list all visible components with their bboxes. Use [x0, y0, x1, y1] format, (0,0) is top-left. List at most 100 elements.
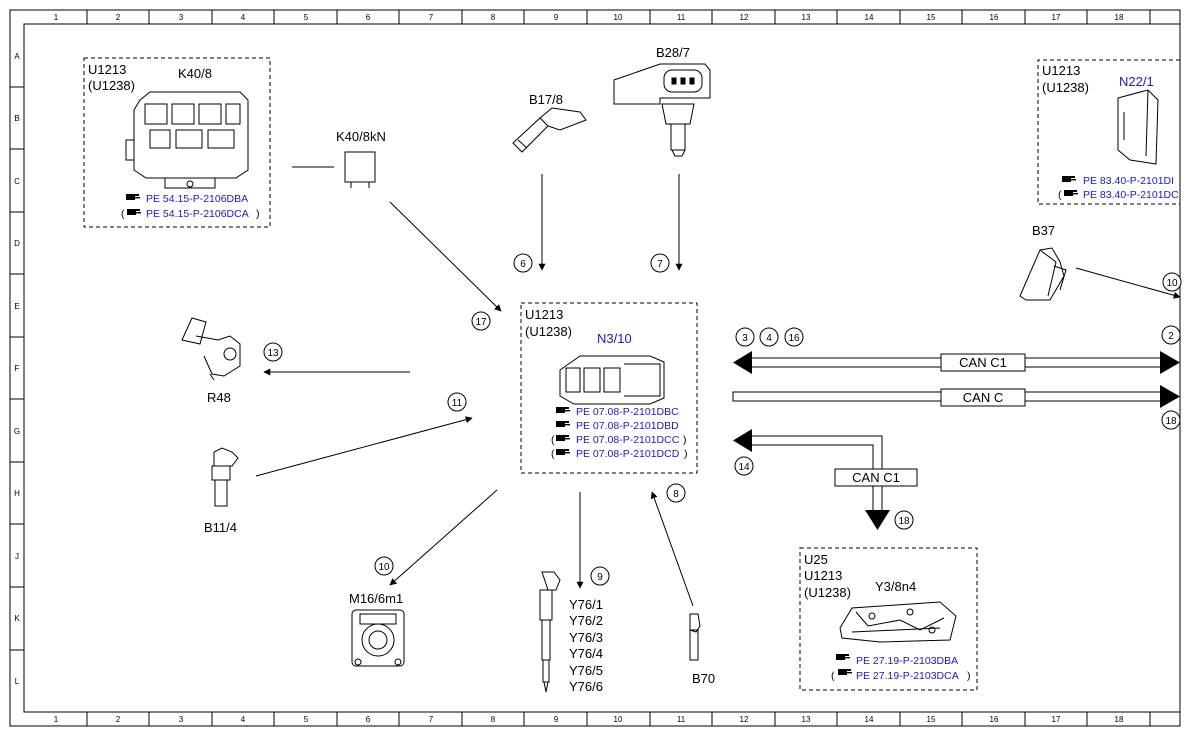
signal-18-right: 18	[1165, 416, 1177, 427]
svg-text:): )	[967, 670, 971, 682]
b28-7-sensor: B28/7	[613, 45, 711, 157]
k40-8-module-icon	[125, 91, 249, 189]
grid-row-h: H	[14, 489, 20, 498]
n22-1-ref1: PE 83.40-P-2101DI	[1083, 175, 1174, 187]
k40-8kn-relay: K40/8kN	[292, 129, 386, 188]
signal-11: 11	[452, 398, 463, 409]
grid-row-j: J	[15, 552, 19, 561]
grid-col-6: 6	[366, 13, 371, 22]
grid-row-a: A	[14, 52, 20, 61]
k40-8-code2: (U1238)	[88, 78, 135, 93]
k40-8-fuse-relay-module: U1213 (U1238) K40/8 PE 54.15-P-2106DBA (…	[83, 57, 271, 228]
grid-col-1-bottom: 1	[54, 715, 59, 724]
k40-8-code1: U1213	[88, 62, 126, 77]
n3-10-ref4: PE 07.08-P-2101DCD	[576, 448, 680, 460]
grid-col-13-bottom: 13	[802, 715, 811, 724]
signal-17: 17	[475, 317, 487, 328]
n3-10-ref3: PE 07.08-P-2101DCC	[576, 434, 680, 446]
svg-text:(: (	[121, 208, 125, 220]
svg-text:(: (	[551, 434, 555, 446]
grid-col-15: 15	[927, 13, 936, 22]
grid-col-12-bottom: 12	[740, 715, 749, 724]
grid-col-4-bottom: 4	[241, 715, 246, 724]
signal-6: 6	[520, 259, 526, 270]
grid-col-7-bottom: 7	[429, 715, 434, 724]
m16-6m1-throttle-actuator: M16/6m1	[349, 591, 405, 667]
signal-2: 2	[1168, 331, 1174, 342]
grid-col-10: 10	[614, 13, 623, 22]
grid-col-12: 12	[740, 13, 749, 22]
grid-col-10-bottom: 10	[614, 715, 623, 724]
y3-8n4-ref2: PE 27.19-P-2103DCA	[856, 670, 959, 682]
b37-name: B37	[1032, 223, 1055, 238]
signal-lines	[255, 174, 694, 607]
grid-col-15-bottom: 15	[927, 715, 936, 724]
grid-columns-bottom: 1 2 3 4 5 6 7 8 9 10 11 12 13 14 15 16 1…	[54, 712, 1151, 726]
svg-text:): )	[684, 448, 688, 460]
k40-8-name: K40/8	[178, 66, 212, 81]
grid-col-2-bottom: 2	[116, 715, 121, 724]
svg-text:(: (	[831, 670, 835, 682]
y76-1: Y76/1	[569, 597, 603, 612]
grid-col-5-bottom: 5	[304, 715, 309, 724]
y3-8n4-transmission-control: U25 U1213 (U1238) Y3/8n4 PE 27.19-P-2103…	[799, 547, 978, 691]
grid-col-17: 17	[1052, 13, 1061, 22]
grid-col-5: 5	[304, 13, 309, 22]
n3-10-code2: (U1238)	[525, 324, 572, 339]
grid-col-18-bottom: 18	[1115, 715, 1124, 724]
signal-13: 13	[267, 348, 279, 359]
signal-9: 9	[597, 572, 603, 583]
y3-8n4-code2: (U1238)	[804, 585, 851, 600]
grid-col-8-bottom: 8	[491, 715, 496, 724]
n22-1-module-icon	[1117, 89, 1159, 165]
m16-6m1-name: M16/6m1	[349, 591, 403, 606]
b70-crankshaft-sensor: B70	[689, 613, 715, 686]
frame-inner	[23, 23, 1181, 713]
grid-col-16-bottom: 16	[990, 715, 999, 724]
y76-4: Y76/4	[569, 646, 603, 661]
signal-16: 16	[788, 333, 800, 344]
n3-10-ref2: PE 07.08-P-2101DBD	[576, 420, 679, 432]
grid-col-7: 7	[429, 13, 434, 22]
n3-10-name: N3/10	[597, 331, 632, 346]
grid-row-k: K	[14, 614, 20, 623]
n3-10-ref1: PE 07.08-P-2101DBC	[576, 406, 679, 418]
y76-5: Y76/5	[569, 663, 603, 678]
b17-8-name: B17/8	[529, 92, 563, 107]
grid-col-18: 18	[1115, 13, 1124, 22]
grid-row-g: G	[14, 427, 20, 436]
can-bus-lines: CAN C1 CAN C CAN C1	[732, 351, 1180, 530]
r48-thermostat-heater: R48	[181, 317, 241, 405]
grid-row-c: C	[14, 177, 20, 186]
grid-row-e: E	[14, 302, 19, 311]
grid-columns-top: 1 2 3 4 5 6 7 8 9 10 11 12 13 14 15 16 1…	[54, 10, 1151, 24]
y3-8n4-plate-icon	[839, 601, 957, 643]
grid-row-f: F	[15, 364, 20, 373]
grid-col-9-bottom: 9	[554, 715, 559, 724]
k40-8-ref2: PE 54.15-P-2106DCA	[146, 208, 249, 220]
n3-10-code1: U1213	[525, 307, 563, 322]
grid-col-14-bottom: 14	[865, 715, 874, 724]
signal-markers: 17 6 7 13 11 10 9 8 3 4 16 14 18 2 18 10	[263, 253, 1182, 586]
n3-10-engine-control-unit: U1213 (U1238) N3/10 PE 07.08-P-2101DBC P…	[520, 302, 698, 474]
grid-col-16: 16	[990, 13, 999, 22]
signal-7: 7	[657, 259, 663, 270]
r48-name: R48	[207, 390, 231, 405]
grid-col-1: 1	[54, 13, 59, 22]
signal-18-lower: 18	[898, 516, 910, 527]
n22-1-control-unit: U1213 (U1238) N22/1 PE 83.40-P-2101DI ( …	[1037, 59, 1180, 205]
grid-row-l: L	[15, 677, 20, 686]
grid-col-4: 4	[241, 13, 246, 22]
grid-col-8: 8	[491, 13, 496, 22]
svg-text:(: (	[551, 448, 555, 460]
k40-8kn-name: K40/8kN	[336, 129, 386, 144]
n3-10-module-icon	[559, 355, 665, 405]
y76-2: Y76/2	[569, 613, 603, 628]
n22-1-code1: U1213	[1042, 63, 1080, 78]
grid-col-3: 3	[179, 13, 184, 22]
signal-3: 3	[742, 333, 748, 344]
svg-text:): )	[256, 208, 260, 220]
can-c1-top-label: CAN C1	[959, 355, 1007, 370]
grid-rows-left: A B C D E F G H J K L	[10, 52, 24, 686]
grid-col-9: 9	[554, 13, 559, 22]
